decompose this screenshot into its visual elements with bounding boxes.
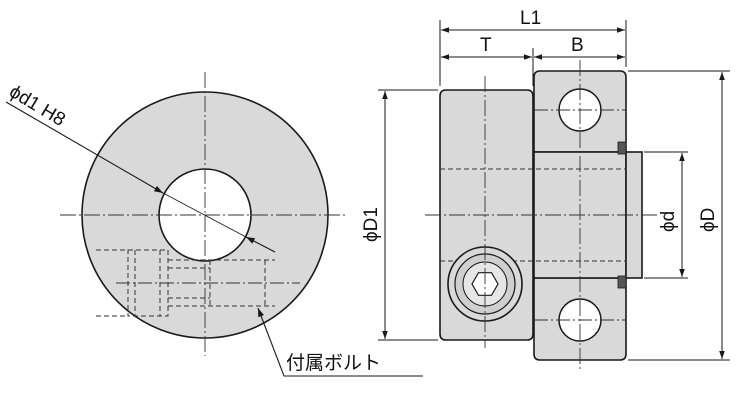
- spigot-chamfer-bottom: [617, 275, 627, 289]
- label-d: ϕd: [658, 211, 679, 232]
- bore-leader: [5, 101, 164, 194]
- dimensions: [378, 20, 730, 361]
- label-B: B: [571, 35, 584, 56]
- spigot-chamfer-top: [617, 141, 627, 155]
- label-L1: L1: [520, 8, 541, 29]
- label-D1: ϕD1: [361, 207, 382, 242]
- bore-label: ϕd1 H8: [5, 81, 68, 131]
- bore-leader-tail: [245, 236, 276, 253]
- front-view: ϕd1 H8 付属ボルト: [5, 72, 423, 377]
- label-D: ϕD: [698, 208, 719, 232]
- label-T: T: [480, 35, 492, 56]
- bore-leader-inner: [162, 192, 247, 238]
- side-view: [425, 60, 660, 372]
- bolt-label: 付属ボルト: [286, 352, 381, 374]
- hidden-bore-lines: [440, 168, 626, 262]
- bolt-leader: [257, 307, 423, 377]
